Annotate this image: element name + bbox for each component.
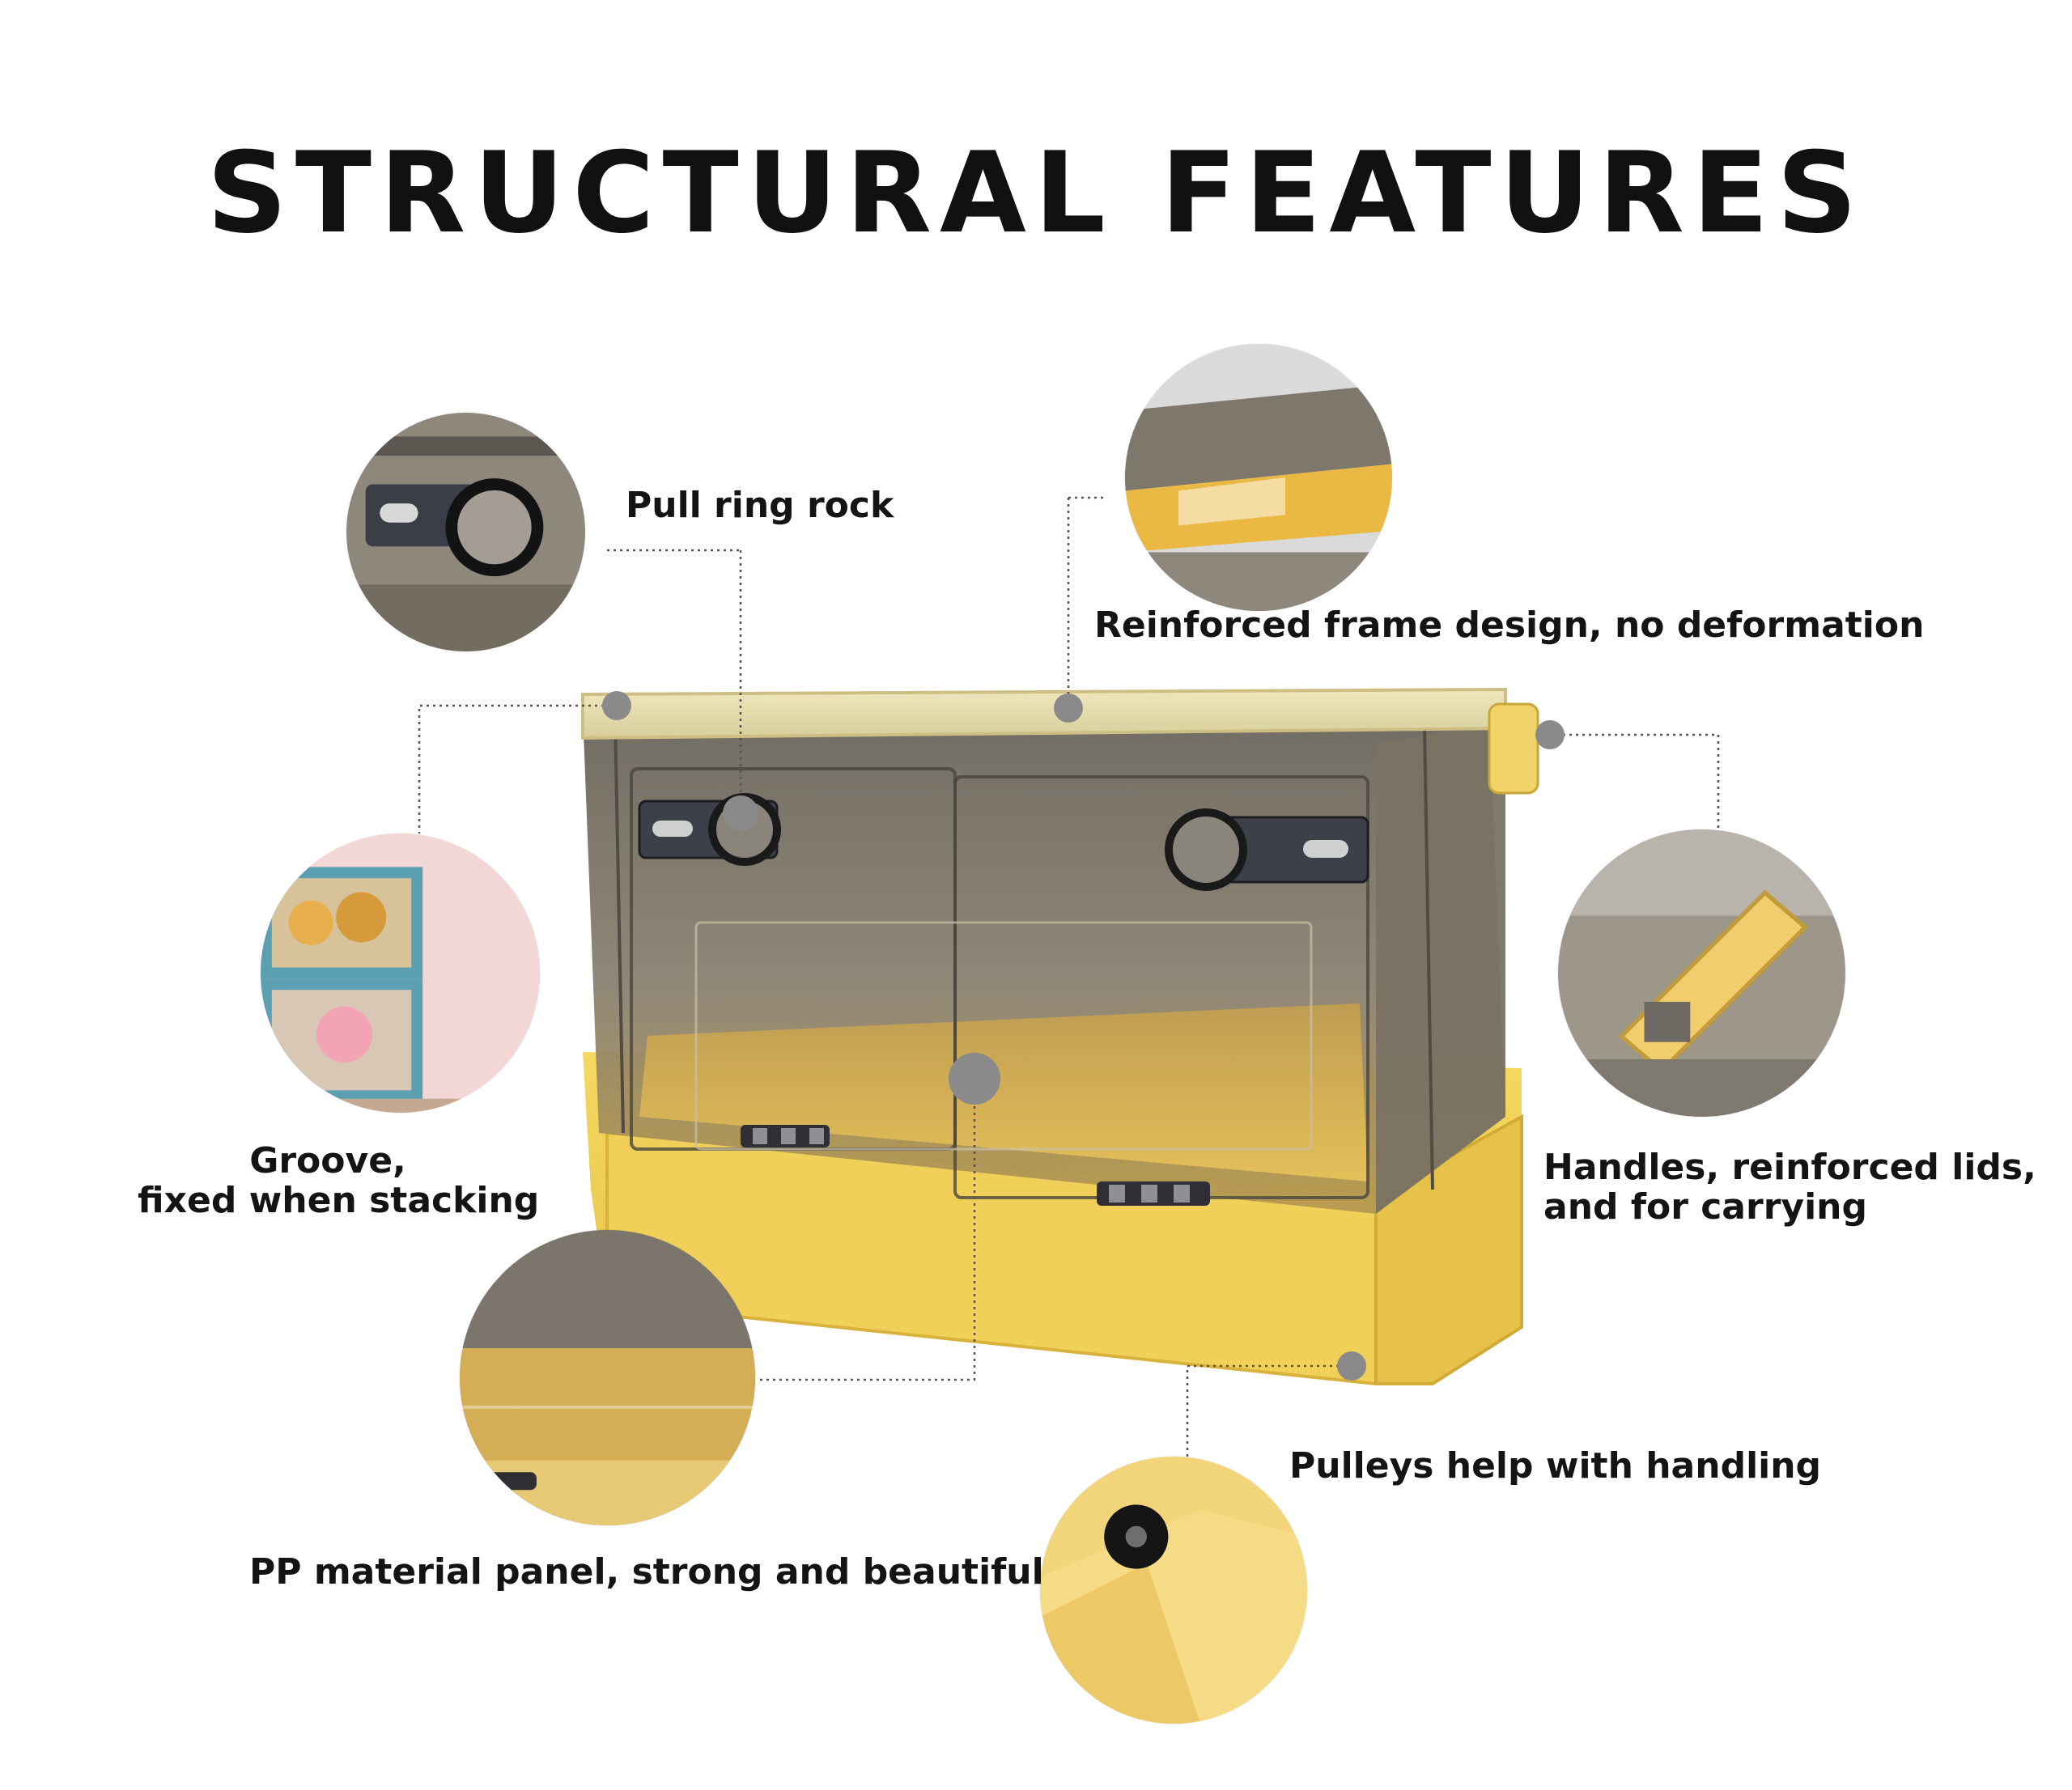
leader-panel: [757, 1080, 976, 1381]
pull-ring-lock-icon: [445, 478, 544, 577]
dot-groove: [602, 691, 631, 720]
detail-circle-panel: [460, 1230, 755, 1525]
groove-icon: [316, 1006, 372, 1063]
label-pulleys: Pulleys help with handling: [1289, 1445, 1822, 1487]
detail-circle-handles: [1558, 829, 1845, 1117]
detail-circle-pulleys: [1040, 1457, 1307, 1724]
dot-frame: [1054, 694, 1083, 723]
label-groove-line2: fixed when stacking: [138, 1180, 540, 1222]
page-title: STRUCTURAL FEATURES: [206, 128, 1866, 258]
pull-ring-lock-right: [1165, 808, 1369, 891]
detail-circle-frame: [1125, 344, 1392, 611]
dot-panel: [949, 1053, 1000, 1105]
box-body: [583, 712, 1505, 1214]
label-groove: Groove, fixed when stacking: [138, 1140, 540, 1222]
hinge-group-right: [1097, 1181, 1210, 1206]
leader-groove: [418, 704, 617, 833]
dot-pulleys: [1337, 1351, 1366, 1381]
label-handles-line2: and for carrying: [1543, 1186, 1867, 1228]
label-handles: Handles, reinforced lids, and for carryi…: [1543, 1147, 2036, 1228]
detail-circle-pull-ring: [346, 413, 585, 651]
box-lid: [581, 687, 1539, 795]
leader-lines: [418, 496, 1720, 1457]
hinge-group-left: [741, 1125, 830, 1147]
label-frame: Reinforced frame design, no deformation: [1094, 604, 1925, 646]
label-pull-ring: Pull ring rock: [626, 485, 894, 526]
leader-pulleys: [1186, 1364, 1352, 1457]
label-panel: PP material panel, strong and beautiful: [249, 1551, 1044, 1593]
label-groove-line1: Groove,: [249, 1140, 406, 1181]
callout-dots: [602, 691, 1565, 1381]
dot-handles: [1535, 720, 1565, 749]
dot-pull-ring: [723, 795, 758, 831]
label-handles-line1: Handles, reinforced lids,: [1543, 1147, 2036, 1188]
leader-handles: [1550, 733, 1720, 829]
detail-circle-groove: [261, 833, 540, 1113]
